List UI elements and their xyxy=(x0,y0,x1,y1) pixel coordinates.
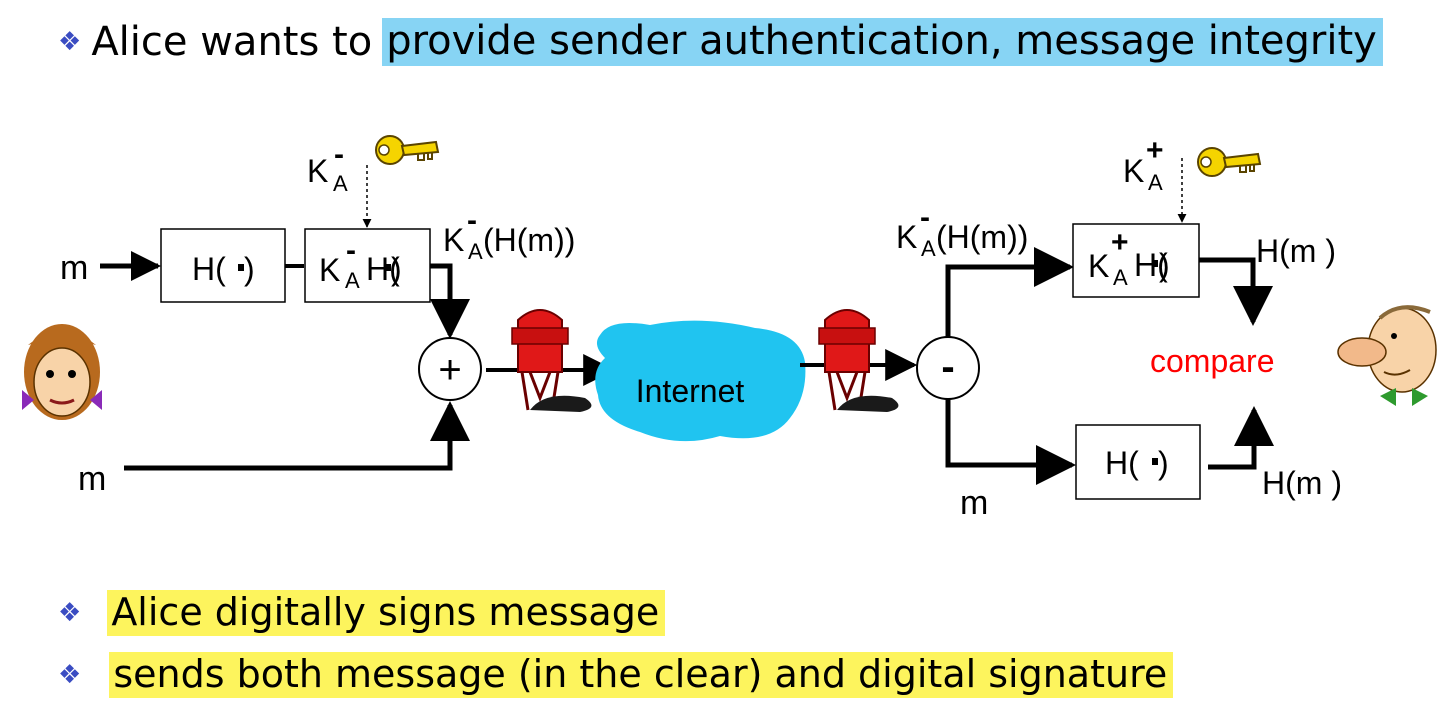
heading-prefix: Alice wants to xyxy=(91,19,373,65)
combine-circle xyxy=(418,337,482,401)
diamond-bullet-icon: ❖ xyxy=(58,598,82,628)
public-key-A: A xyxy=(1148,170,1163,195)
dot-icon xyxy=(238,264,244,271)
hash-receiver-label: H( xyxy=(1105,445,1139,481)
label-m-top: m xyxy=(60,249,88,287)
label-m-bottom: m xyxy=(78,460,106,498)
diamond-bullet-icon: ❖ xyxy=(58,27,82,57)
hash-box-receiver xyxy=(1075,424,1201,500)
combine-plus: + xyxy=(438,348,461,392)
private-key-icon xyxy=(375,135,440,165)
decrypt-plus: + xyxy=(1111,226,1129,259)
split-minus: - xyxy=(941,345,954,389)
received-signature-minus: - xyxy=(920,201,930,234)
mailbox-icon xyxy=(818,309,899,412)
hash-label: H( xyxy=(192,251,226,287)
bullet-text: sends both message (in the clear) and di… xyxy=(109,652,1174,698)
alice-icon xyxy=(22,324,102,420)
public-key-K: K xyxy=(1123,153,1144,189)
received-signature-A: A xyxy=(921,236,936,261)
bullet-item: ❖ sends both message (in the clear) and … xyxy=(58,652,1174,698)
private-key-A: A xyxy=(333,171,348,196)
mailbox-icon xyxy=(511,309,592,412)
decrypt-K: K xyxy=(1088,248,1109,284)
label-m-receiver: m xyxy=(960,484,988,522)
computed-hash-label: H(m ) xyxy=(1262,465,1342,501)
signature-label-tail: (H(m)) xyxy=(483,222,575,258)
received-signature-K: K xyxy=(896,219,917,255)
bob-icon xyxy=(1337,305,1437,406)
public-key-icon xyxy=(1197,147,1262,177)
compare-label: compare xyxy=(1150,343,1275,379)
arrow-decrypt-to-compare xyxy=(1199,257,1273,326)
private-key-minus: - xyxy=(334,138,344,171)
signature-label-minus: - xyxy=(467,204,477,237)
diamond-bullet-icon: ❖ xyxy=(58,660,82,690)
internet-label: Internet xyxy=(636,373,745,409)
decrypt-close: ) xyxy=(1159,247,1170,283)
encrypt-A: A xyxy=(345,268,360,293)
private-key-K: K xyxy=(307,153,328,189)
arrow-to-hash-receiver xyxy=(945,399,1076,485)
decrypt-A: A xyxy=(1113,265,1128,290)
arrow-m-to-combine xyxy=(124,401,470,471)
encrypt-paren: H( xyxy=(366,251,400,287)
encrypt-minus: - xyxy=(346,234,356,267)
dot-icon xyxy=(1152,458,1158,465)
arrow-signature-to-combine xyxy=(430,263,470,339)
decrypt-box xyxy=(1072,223,1200,298)
received-signature-tail: (H(m)) xyxy=(936,219,1028,255)
heading-highlight: provide sender authentication, message i… xyxy=(382,18,1383,66)
signature-label-K: K xyxy=(443,222,464,258)
bullet-item: ❖ Alice digitally signs message xyxy=(58,590,666,636)
encrypt-K: K xyxy=(319,252,340,288)
dot-icon xyxy=(385,264,391,271)
arrow-hash-to-compare xyxy=(1208,406,1274,470)
signature-label-A: A xyxy=(468,239,483,264)
dot-icon xyxy=(1152,260,1158,267)
hash-receiver-close: ) xyxy=(1158,445,1169,481)
decrypted-hash-label: H(m ) xyxy=(1256,233,1336,269)
hash-close: ) xyxy=(244,251,255,287)
bullet-text: Alice digitally signs message xyxy=(107,590,666,636)
public-key-plus: + xyxy=(1146,134,1164,167)
internet-cloud xyxy=(595,320,806,442)
encrypt-close: ) xyxy=(391,251,402,287)
decrypt-paren: H( xyxy=(1134,247,1168,283)
arrow-to-decrypt xyxy=(945,247,1074,337)
encrypt-box xyxy=(304,228,431,303)
slide-heading: ❖ Alice wants to provide sender authenti… xyxy=(58,18,1383,66)
